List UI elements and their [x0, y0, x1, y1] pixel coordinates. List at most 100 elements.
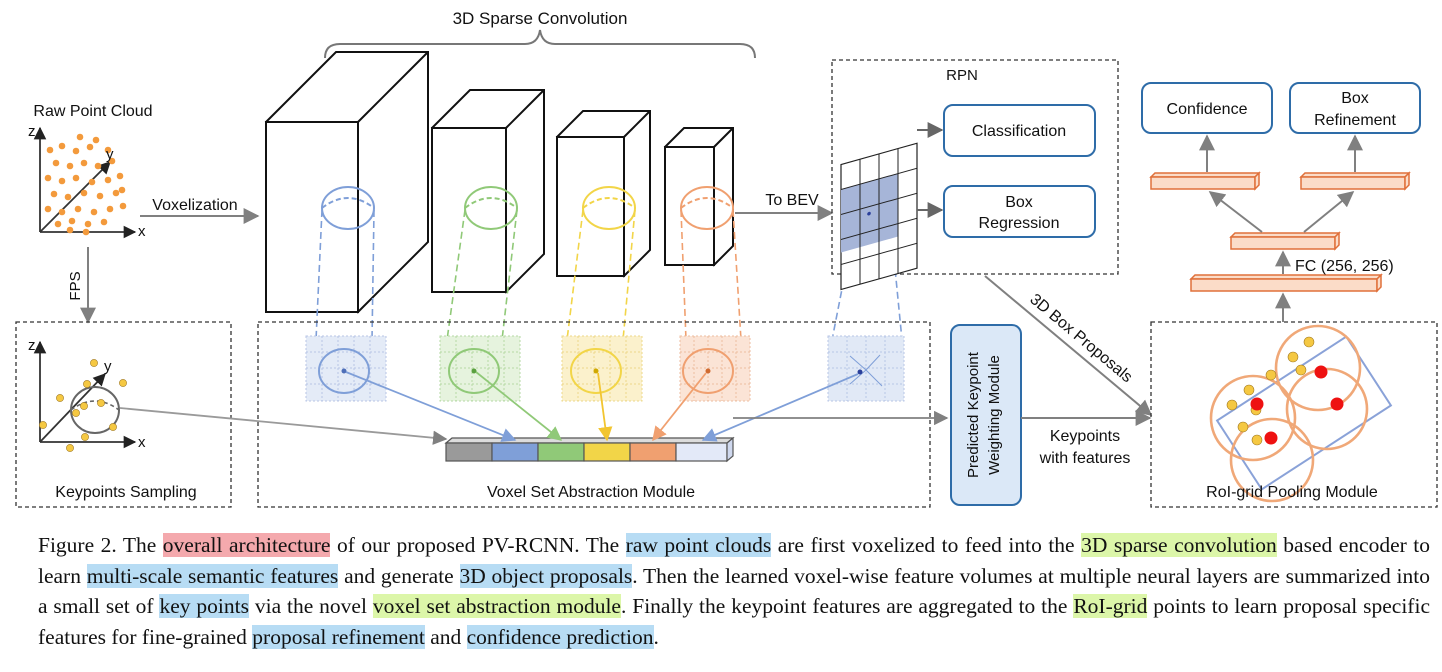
raw-point: [88, 178, 96, 186]
raw-point: [58, 208, 66, 216]
vsa-module-box: [257, 321, 931, 508]
keypoint: [80, 402, 88, 410]
box-regression-box: [943, 185, 1096, 238]
caption-highlight-architecture: overall architecture: [162, 533, 331, 557]
keypoint: [109, 423, 117, 431]
raw-point: [80, 189, 88, 197]
aggregation-arrows: [119, 371, 949, 445]
conv-box-3: [555, 110, 651, 278]
kp-axis-y-label: y: [104, 358, 112, 375]
raw-point: [118, 186, 126, 194]
caption-highlight-raw-points: raw point clouds: [625, 533, 772, 557]
raw-point: [119, 202, 127, 210]
roi-grid-box: [1150, 321, 1438, 508]
roi-grid-point: [1264, 431, 1278, 445]
proposals-arrow: [984, 275, 1153, 417]
raw-point: [44, 205, 52, 213]
roi-grid-illustration: [1209, 324, 1393, 503]
pkw-label-2: Weighting Module: [986, 355, 1003, 475]
raw-point: [86, 143, 94, 151]
fc-label: FC (256, 256): [1295, 258, 1394, 275]
grid-blue: [305, 335, 387, 402]
keypoint: [97, 399, 105, 407]
vsa-module-label: Voxel Set Abstraction Module: [487, 484, 695, 501]
box-refinement-label-1: Box: [1341, 90, 1369, 107]
caption-highlight-vsa: voxel set abstraction module: [372, 594, 621, 618]
roi-keypoint: [1303, 336, 1315, 348]
keypoints-sampling-box: [15, 321, 232, 508]
raw-point: [92, 136, 100, 144]
conv-box-1: [264, 51, 429, 314]
keypoint: [39, 421, 47, 429]
roi-grid-point: [1330, 397, 1344, 411]
sparse-conv-title: 3D Sparse Convolution: [453, 9, 628, 28]
keypoints-sampling-label: Keypoints Sampling: [55, 484, 196, 501]
raw-point: [112, 189, 120, 197]
bev-grid: [840, 142, 918, 291]
raw-point-cloud-label: Raw Point Cloud: [33, 103, 152, 120]
grid-bev: [827, 335, 905, 402]
conv-box-2: [430, 89, 545, 294]
axis-y-label: y: [106, 146, 114, 163]
kp-features-label-1: Keypoints: [1050, 428, 1120, 445]
roi-keypoint: [1295, 364, 1307, 376]
roi-keypoint: [1237, 421, 1249, 433]
architecture-diagram: 3D Sparse Convolution Raw Point Cloud z …: [15, 9, 1438, 508]
kp-axis-x-label: x: [138, 434, 146, 451]
axis-x-label: x: [138, 223, 146, 240]
axis-z-label: z: [28, 123, 36, 140]
sparse-conv-brace: [324, 29, 756, 59]
raw-point: [80, 159, 88, 167]
caption-highlight-sparse-conv: 3D sparse convolution: [1081, 533, 1277, 557]
classification-label: Classification: [972, 123, 1066, 140]
caption-highlight-refinement: proposal refinement: [252, 624, 425, 649]
roi-grid-point: [1250, 397, 1264, 411]
raw-point: [116, 172, 124, 180]
box-refinement-label-2: Refinement: [1314, 112, 1396, 129]
raw-point: [100, 218, 108, 226]
keypoint: [66, 444, 74, 452]
box-refinement-box: [1289, 82, 1421, 134]
raw-point: [54, 220, 62, 228]
keypoint: [81, 433, 89, 441]
roi-grid-point: [1314, 365, 1328, 379]
sphere-query-blue: [321, 186, 375, 230]
raw-point-cloud-plot: [33, 126, 137, 239]
raw-point: [72, 147, 80, 155]
roi-keypoint: [1251, 434, 1263, 446]
box-regression-label-1: Box: [1005, 194, 1033, 211]
raw-point: [74, 205, 82, 213]
roi-grid-label: RoI-grid Pooling Module: [1206, 484, 1378, 501]
confidence-box: [1141, 82, 1273, 134]
keypoint: [56, 394, 64, 402]
voxelization-label: Voxelization: [152, 197, 237, 214]
raw-point: [106, 205, 114, 213]
grid-green: [439, 335, 521, 402]
caption-highlight-multiscale: multi-scale semantic features: [86, 563, 339, 588]
raw-point: [104, 176, 112, 184]
pkw-module-box: [950, 324, 1022, 506]
caption-highlight-roi-grid: RoI-grid: [1073, 594, 1148, 618]
grid-yellow: [561, 335, 643, 402]
kp-features-label-2: with features: [1039, 450, 1131, 467]
sphere-query-yellow: [582, 186, 636, 230]
raw-point: [108, 157, 116, 165]
sphere-query-green: [464, 186, 518, 230]
sphere-query-orange: [680, 186, 734, 230]
keypoint: [72, 409, 80, 417]
raw-point: [94, 162, 102, 170]
keypoint: [90, 359, 98, 367]
head-arrows: [1199, 134, 1363, 322]
rpn-title: RPN: [946, 67, 978, 84]
roi-keypoint: [1243, 384, 1255, 396]
box-regression-label-2: Regression: [979, 215, 1060, 232]
raw-point: [66, 226, 74, 234]
conv-box-4: [663, 127, 734, 267]
raw-point: [104, 146, 112, 154]
rpn-box: [831, 59, 1119, 275]
raw-point: [84, 220, 92, 228]
roi-keypoint: [1226, 399, 1238, 411]
fps-label: FPS: [67, 271, 84, 300]
raw-point: [96, 192, 104, 200]
raw-point: [44, 174, 52, 182]
